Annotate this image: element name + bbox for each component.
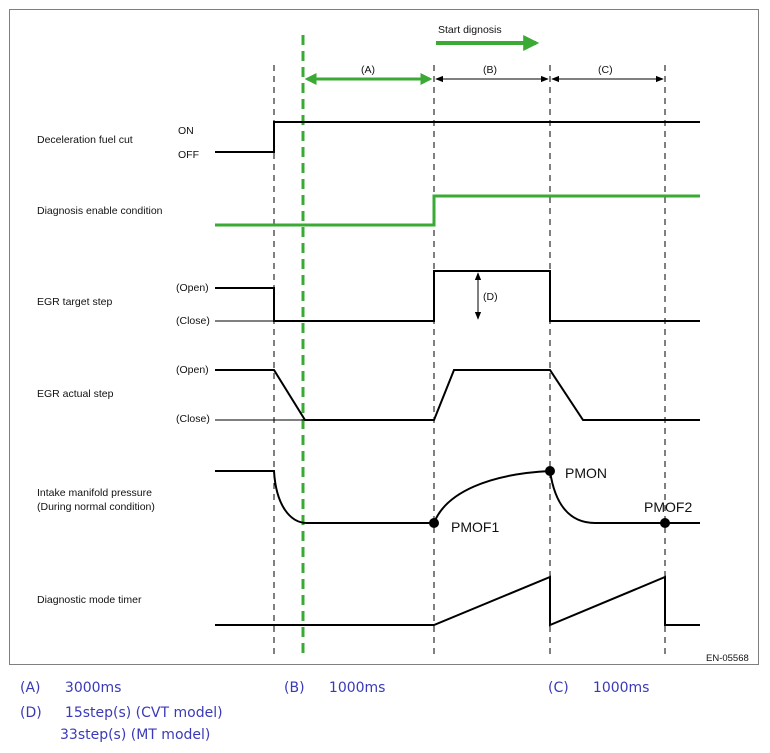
legend: (A) 3000ms (B) 1000ms (C) 1000ms (D) 15s… [0, 672, 770, 752]
imp-label: Intake manifold pressure [37, 487, 152, 499]
decel-off-label: OFF [178, 149, 199, 161]
timing-diagram: Start dignosis (A) (B) (C) Deceleration … [37, 24, 749, 664]
legend-key-a: (A) [20, 680, 41, 696]
imp-sublabel: (During normal condition) [37, 501, 155, 513]
enable-condition-signal [215, 194, 700, 227]
imp-signal [215, 469, 700, 524]
legend-item-c: (C) 1000ms [548, 680, 649, 696]
legend-value-b: 1000ms [328, 680, 386, 696]
egr-target-label: EGR target step [37, 296, 112, 308]
timer-label: Diagnostic mode timer [37, 594, 142, 606]
legend-value-c: 1000ms [592, 680, 650, 696]
legend-item-d: (D) 15step(s) (CVT model) [20, 705, 223, 721]
egr-actual-label: EGR actual step [37, 388, 114, 400]
egr-target-close-label: (Close) [176, 315, 210, 327]
pmon-point [545, 466, 555, 476]
timer-signal [215, 575, 700, 627]
pmof1-point [429, 518, 439, 528]
pmof2-point [660, 518, 670, 528]
egr-target-open-label: (Open) [176, 282, 209, 294]
decel-fuel-cut-signal [215, 121, 700, 153]
segment-c-label: (C) [598, 64, 613, 76]
egr-actual-open-label: (Open) [176, 364, 209, 376]
diagram-frame [9, 9, 759, 665]
segment-a-label: (A) [361, 64, 375, 76]
legend-item-d-2: 33step(s) (MT model) [60, 727, 210, 743]
start-diagnosis-label: Start dignosis [438, 24, 502, 36]
figure-code: EN-05568 [706, 653, 749, 664]
enable-condition-label: Diagnosis enable condition [37, 205, 163, 217]
legend-item-b: (B) 1000ms [284, 680, 385, 696]
pmof2-label: PMOF2 [644, 499, 692, 515]
egr-target-signal [215, 270, 700, 322]
egr-actual-close-label: (Close) [176, 413, 210, 425]
legend-value-d-2: 33step(s) (MT model) [60, 727, 211, 743]
legend-value-a: 3000ms [64, 680, 122, 696]
legend-key-d: (D) [20, 705, 42, 721]
legend-key-c: (C) [548, 680, 569, 696]
legend-key-b: (B) [284, 680, 305, 696]
segment-b-label: (B) [483, 64, 497, 76]
segment-d-label: (D) [483, 291, 498, 303]
pmon-label: PMON [565, 465, 607, 481]
pmof1-label: PMOF1 [451, 519, 499, 535]
egr-actual-signal [215, 369, 700, 421]
legend-value-d-1: 15step(s) (CVT model) [64, 705, 223, 721]
legend-item-a: (A) 3000ms [20, 680, 121, 696]
decel-fuel-cut-label: Deceleration fuel cut [37, 134, 133, 146]
decel-on-label: ON [178, 125, 194, 137]
